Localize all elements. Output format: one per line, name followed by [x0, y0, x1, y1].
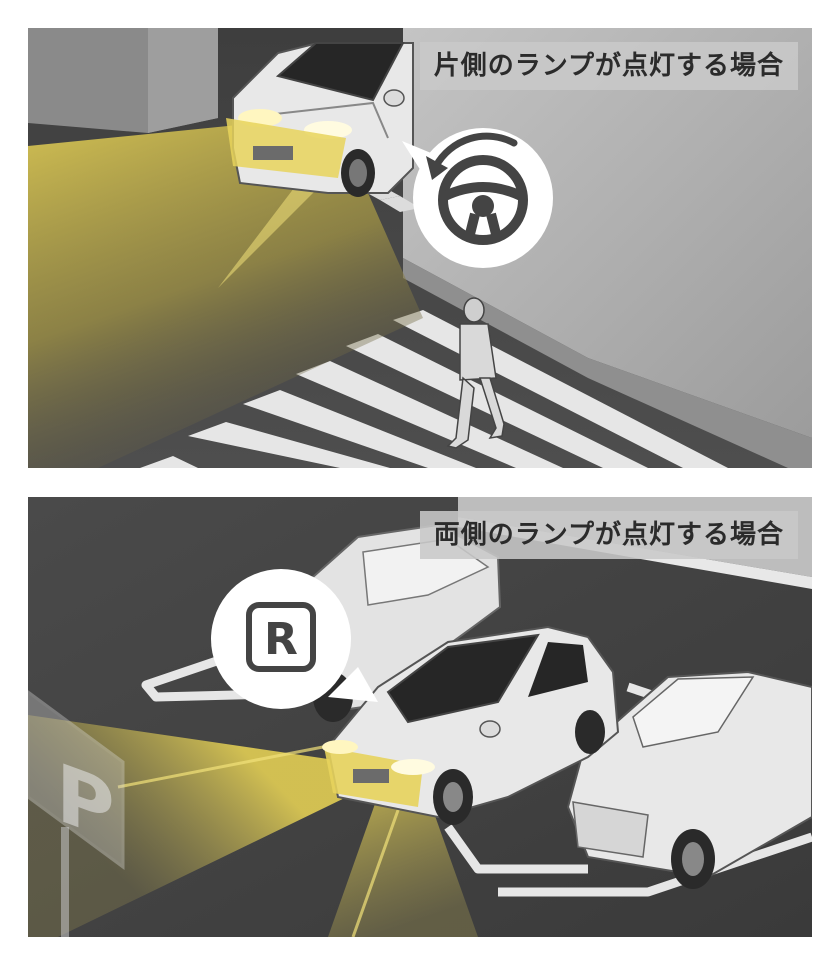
building-right — [403, 28, 812, 438]
steering-wheel-icon — [438, 155, 528, 245]
gear-bubble: R — [211, 569, 378, 709]
building-base — [403, 138, 812, 468]
icon-bubble — [402, 128, 553, 268]
scene-caption-bottom: 両側のランプが点灯する場合 — [419, 511, 798, 559]
reverse-gear-icon: R — [246, 602, 316, 672]
sign-letter: P — [56, 746, 115, 860]
parking-sign: P — [28, 690, 125, 937]
headlight-beam — [28, 123, 423, 468]
scene-illustration-bottom: P — [28, 497, 812, 937]
building-left-side — [148, 28, 218, 133]
headlight-beam-left — [28, 715, 388, 937]
car-top — [226, 42, 414, 197]
beam-highlight — [218, 163, 318, 288]
scene-one-side-lamp: 片側のランプが点灯する場合 — [28, 28, 812, 468]
headlight-beam-right — [328, 767, 478, 937]
gear-letter: R — [264, 614, 298, 665]
scene-caption-top: 片側のランプが点灯する場合 — [419, 42, 798, 90]
scene-both-side-lamps: P — [28, 497, 812, 937]
pedestrian — [446, 297, 505, 449]
scene-illustration-top — [28, 28, 812, 468]
car-center — [322, 625, 620, 825]
